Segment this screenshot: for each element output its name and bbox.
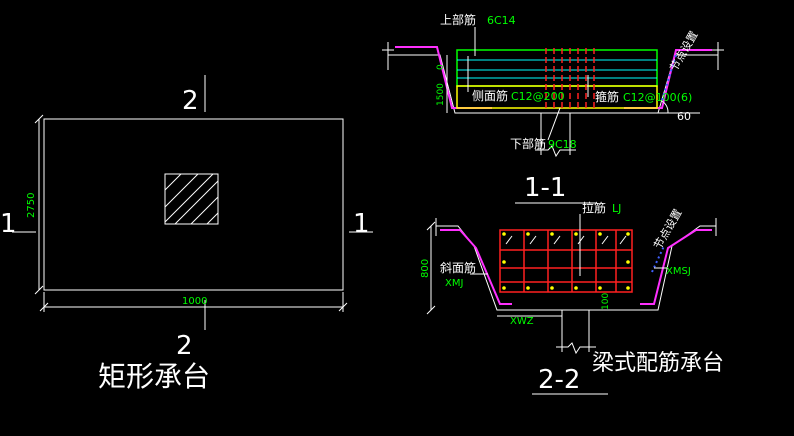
s22-bar-dots — [502, 232, 630, 290]
s11-outline — [388, 54, 718, 114]
plan-dim-width: 1000 — [182, 296, 207, 307]
s22-tie-hooks — [505, 235, 627, 245]
s11-stirrup-box — [456, 49, 658, 87]
section-2-2 — [426, 214, 717, 395]
s11-stirrup-value: C12@100(6) — [623, 91, 692, 104]
s11-bottom-bar-label: 下部筋 — [510, 136, 546, 151]
s22-stirrup-cage — [499, 229, 633, 293]
s22-dim-100: 100 — [601, 293, 611, 310]
plan-title: 矩形承台 — [98, 360, 210, 393]
s11-dim-zero: 0 — [436, 64, 446, 70]
s11-top-bar-value: 6C14 — [487, 14, 516, 27]
plan-view — [12, 75, 373, 330]
s22-slope-bar-right — [640, 229, 712, 305]
s11-title: 1-1 — [524, 173, 566, 203]
s11-dim-depth: 1500 — [436, 83, 446, 106]
s22-xwz-value: XWZ — [510, 316, 534, 327]
s22-title: 2-2 — [538, 365, 580, 395]
s22-tie-label: 拉筋 — [582, 200, 606, 215]
plan-section-mark-right: 1 — [353, 209, 370, 239]
cap-outline — [43, 118, 344, 291]
s11-side-bar-label: 侧面筋 — [472, 88, 508, 103]
plan-section-mark-left: 1 — [0, 209, 17, 239]
s22-dim-depth: 800 — [420, 259, 431, 278]
s11-leader-bottom — [547, 107, 561, 141]
s22-node-label: 节点设置 — [651, 207, 684, 252]
s22-slope-bar-left — [440, 229, 512, 305]
s11-stirrup-label: 箍筋 — [595, 89, 619, 104]
plan-section-mark-top: 2 — [182, 86, 199, 116]
section-1-1 — [382, 27, 724, 204]
s11-node-label: 节点设置 — [667, 29, 700, 74]
s11-bottom-bar-value: 9C18 — [548, 138, 577, 151]
s11-side-bar-value: C12@200 — [511, 90, 565, 103]
s11-stirrups — [545, 48, 595, 108]
s11-break-line — [535, 145, 576, 158]
s22-xmsj-value: XMSJ — [666, 266, 691, 277]
s22-tie-value: LJ — [612, 202, 621, 215]
s22-break-line — [556, 342, 596, 355]
s22-slant-label: 斜面筋 — [440, 260, 476, 275]
s11-bottom-box — [456, 85, 658, 109]
plan-dim-height: 2750 — [26, 193, 37, 218]
s11-top-bar-label: 上部筋 — [440, 12, 476, 27]
s11-angle: 60 — [677, 110, 691, 123]
plan-section-mark-bottom: 2 — [176, 331, 193, 361]
hatch-lines — [164, 173, 219, 225]
caption-beam-cap: 梁式配筋承台 — [592, 351, 724, 376]
s22-slant-value: XMJ — [445, 278, 463, 289]
